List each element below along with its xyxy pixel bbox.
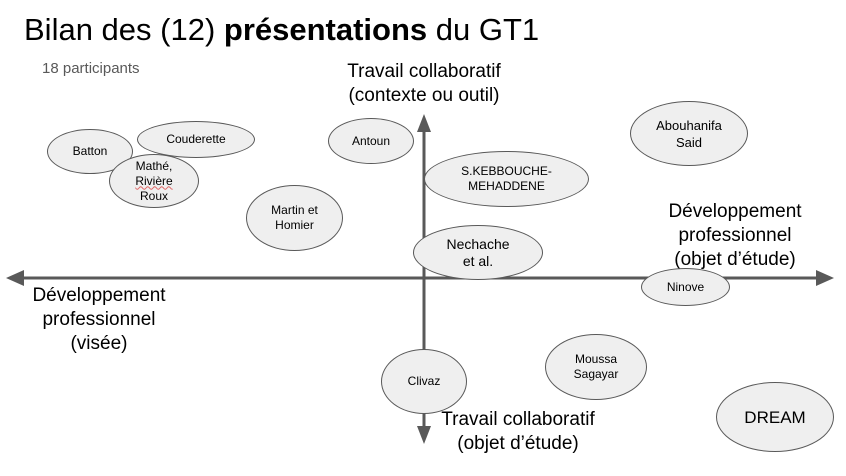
slide-title: Bilan des (12) présentations du GT1 xyxy=(24,10,539,50)
top-arrowhead xyxy=(417,114,431,132)
bubble-martin-homier[interactable]: Martin et Homier xyxy=(246,185,343,251)
axis-label-right-line-3: (objet d’étude) xyxy=(674,249,796,270)
bubble-kebbouche-line-2: MEHADDENE xyxy=(468,179,545,193)
bubble-martin-line-2: Homier xyxy=(275,218,314,232)
axis-label-left-line-1: Développement xyxy=(32,285,166,306)
bubble-couderette-label: Couderette xyxy=(166,132,226,146)
bubble-kebbouche-line-1: S.KEBBOUCHE- xyxy=(461,164,552,178)
bubble-moussa-line-1: Moussa xyxy=(574,352,617,366)
participants-count: 18 participants xyxy=(42,60,140,77)
bubble-nechache-line-2: et al. xyxy=(462,252,494,269)
bubble-clivaz[interactable]: Clivaz xyxy=(381,349,467,414)
bubble-nechache[interactable]: Nechache et al. xyxy=(413,225,543,280)
bubble-abouhanifa-label: Abouhanifa Said xyxy=(656,117,722,151)
bubble-moussa-label: Moussa Sagayar xyxy=(574,352,619,382)
axis-label-bottom-line-2: (objet d’étude) xyxy=(457,433,579,454)
axis-label-bottom-line-1: Travail collaboratif xyxy=(441,409,595,430)
bubble-ninove-label: Ninove xyxy=(666,279,705,294)
bubble-abouhanifa-line-1: Abouhanifa xyxy=(656,117,722,133)
bubble-couderette[interactable]: Couderette xyxy=(137,121,255,158)
bubble-dream[interactable]: DREAM xyxy=(716,382,834,452)
bubble-mathe-line-2: Rivière xyxy=(135,173,173,188)
axis-label-right: Développement professionnel (objet d’étu… xyxy=(650,200,820,272)
axis-label-bottom: Travail collaboratif (objet d’étude) xyxy=(418,408,618,456)
bubble-ninove[interactable]: Ninove xyxy=(641,268,730,306)
left-arrowhead xyxy=(6,270,24,286)
bubble-nechache-line-1: Nechache xyxy=(446,235,510,252)
bubble-mathe-label: Mathé, Rivière Roux xyxy=(135,159,172,204)
title-part-1: Bilan des (12) xyxy=(24,12,224,47)
bubble-mathe-line-3: Roux xyxy=(139,188,168,203)
bubble-nechache-label: Nechache et al. xyxy=(446,236,509,270)
bubble-moussa-line-2: Sagayar xyxy=(573,367,619,381)
bubble-mathe-riviere-roux[interactable]: Mathé, Rivière Roux xyxy=(109,154,199,208)
axis-label-top: Travail collaboratif (contexte ou outil) xyxy=(324,60,524,108)
bubble-batton-label: Batton xyxy=(72,144,108,158)
bubble-abouhanifa-said[interactable]: Abouhanifa Said xyxy=(630,101,748,166)
bubble-martin-label: Martin et Homier xyxy=(271,203,318,233)
right-arrowhead xyxy=(816,270,834,286)
axis-label-right-line-1: Développement xyxy=(668,201,802,222)
bubble-martin-line-1: Martin et xyxy=(271,203,318,217)
title-bold-part: présentations xyxy=(223,12,428,47)
bubble-antoun-label: Antoun xyxy=(351,133,391,148)
bubble-abouhanifa-line-2: Said xyxy=(675,134,703,150)
bottom-arrowhead xyxy=(417,426,431,444)
bubble-clivaz-label: Clivaz xyxy=(407,374,441,388)
axis-label-top-line-2: (contexte ou outil) xyxy=(348,85,500,106)
bubble-kebbouche-label: S.KEBBOUCHE- MEHADDENE xyxy=(461,164,552,194)
axis-label-right-line-2: professionnel xyxy=(678,225,792,246)
title-part-2: du GT1 xyxy=(427,12,540,47)
bubble-kebbouche-mehaddene[interactable]: S.KEBBOUCHE- MEHADDENE xyxy=(424,151,589,207)
axis-label-left: Développement professionnel (visée) xyxy=(14,284,184,356)
axis-label-left-line-2: professionnel xyxy=(42,309,156,330)
bubble-dream-label: DREAM xyxy=(744,407,806,427)
axis-label-top-line-1: Travail collaboratif xyxy=(347,61,501,82)
bubble-mathe-line-1: Mathé, xyxy=(135,158,173,173)
bubble-antoun[interactable]: Antoun xyxy=(328,118,414,164)
axis-label-left-line-3: (visée) xyxy=(70,333,128,354)
bubble-moussa-sagayar[interactable]: Moussa Sagayar xyxy=(545,334,647,400)
